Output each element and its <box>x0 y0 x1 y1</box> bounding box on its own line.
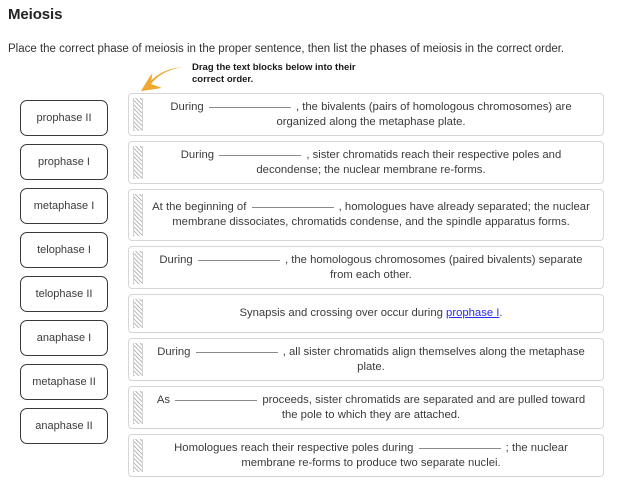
blank-field[interactable] <box>418 447 501 449</box>
sentence-lead: During <box>180 148 215 161</box>
drag-handle-icon[interactable] <box>133 343 143 376</box>
sentence-tail: proceeds, sister chromatids are separate… <box>262 393 586 421</box>
sentence-block[interactable]: At the beginning of , homologues have al… <box>128 189 604 241</box>
sentence-tail: , sister chromatids reach their respecti… <box>256 148 562 176</box>
drag-handle-icon[interactable] <box>133 439 143 472</box>
phase-chip[interactable]: anaphase I <box>20 320 108 356</box>
drag-handle-icon[interactable] <box>133 146 143 179</box>
sentence-text: During , the bivalents (pairs of homolog… <box>145 100 603 130</box>
phase-chip[interactable]: telophase II <box>20 276 108 312</box>
sentence-lead: Homologues reach their respective poles … <box>174 441 414 454</box>
sentence-lead: During <box>157 345 191 358</box>
sentence-text: During , all sister chromatids align the… <box>145 345 603 375</box>
sentence-lead: As <box>156 393 171 406</box>
phase-chip[interactable]: prophase II <box>20 100 108 136</box>
sentence-tail: , all sister chromatids align themselves… <box>282 345 585 373</box>
drag-hint-text: Drag the text blocks below into their co… <box>192 62 356 85</box>
drag-handle-icon[interactable] <box>133 251 143 284</box>
drag-handle-icon[interactable] <box>133 391 143 424</box>
sentence-block[interactable]: Synapsis and crossing over occur during … <box>128 294 604 333</box>
sentence-text: At the beginning of , homologues have al… <box>145 200 603 230</box>
sentence-block[interactable]: Homologues reach their respective poles … <box>128 434 604 477</box>
phase-chip[interactable]: metaphase I <box>20 188 108 224</box>
sentence-block-list: During , the bivalents (pairs of homolog… <box>128 93 604 482</box>
sentence-block[interactable]: During , sister chromatids reach their r… <box>128 141 604 184</box>
phase-chip-list: prophase II prophase I metaphase I telop… <box>20 100 108 452</box>
drag-hint: Drag the text blocks below into their co… <box>138 62 368 94</box>
sentence-block[interactable]: During , the homologous chromosomes (pai… <box>128 246 604 289</box>
sentence-text: During , the homologous chromosomes (pai… <box>145 253 603 283</box>
sentence-tail: , the homologous chromosomes (paired biv… <box>284 253 583 281</box>
sentence-lead: Synapsis and crossing over occur during <box>239 307 447 319</box>
sentence-text: Homologues reach their respective poles … <box>145 441 603 471</box>
drag-handle-icon[interactable] <box>133 98 143 131</box>
drag-handle-icon[interactable] <box>133 194 143 236</box>
sentence-lead: During <box>170 100 204 113</box>
page-title: Meiosis <box>8 6 63 23</box>
blank-field[interactable] <box>208 106 291 108</box>
page-instructions: Place the correct phase of meiosis in th… <box>8 43 565 55</box>
phase-link[interactable]: prophase I <box>446 307 500 319</box>
blank-field[interactable] <box>175 399 258 401</box>
sentence-block[interactable]: As proceeds, sister chromatids are separ… <box>128 386 604 429</box>
sentence-text: During , sister chromatids reach their r… <box>145 148 603 178</box>
phase-chip[interactable]: anaphase II <box>20 408 108 444</box>
sentence-text: As proceeds, sister chromatids are separ… <box>145 393 603 423</box>
phase-chip[interactable]: metaphase II <box>20 364 108 400</box>
sentence-lead: During <box>159 253 193 266</box>
phase-chip[interactable]: telophase I <box>20 232 108 268</box>
blank-field[interactable] <box>197 259 280 261</box>
sentence-tail: . <box>499 307 503 319</box>
sentence-block[interactable]: During , the bivalents (pairs of homolog… <box>128 93 604 136</box>
sentence-lead: At the beginning of <box>152 201 247 213</box>
blank-field[interactable] <box>195 351 278 353</box>
sentence-tail: , homologues have already separated; the… <box>172 201 590 228</box>
drag-handle-icon[interactable] <box>133 299 143 328</box>
blank-field[interactable] <box>219 154 302 156</box>
sentence-tail: , the bivalents (pairs of homologous chr… <box>276 100 572 128</box>
curved-arrow-down-left-icon <box>141 67 183 91</box>
blank-field[interactable] <box>251 207 334 208</box>
sentence-text: Synapsis and crossing over occur during … <box>145 306 603 321</box>
sentence-block[interactable]: During , all sister chromatids align the… <box>128 338 604 381</box>
phase-chip[interactable]: prophase I <box>20 144 108 180</box>
